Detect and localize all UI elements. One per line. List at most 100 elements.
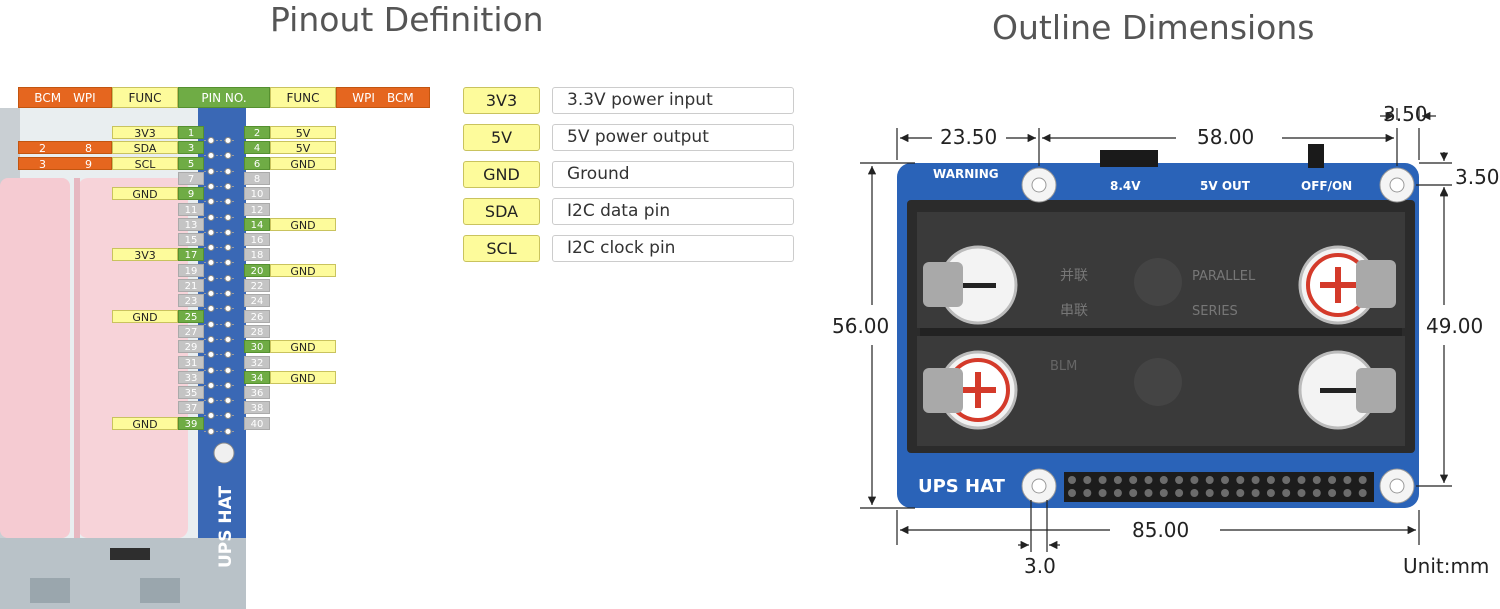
- pin-connector-icon: [204, 267, 234, 282]
- label-series-cn: 串联: [1060, 303, 1088, 319]
- label-charge: 8.4V: [1110, 179, 1141, 193]
- gpio-pin: [1190, 489, 1199, 497]
- label-5v-out: 5V OUT: [1200, 179, 1251, 193]
- pin-39: 39: [178, 417, 204, 430]
- dim-58-00: 58.00: [1197, 125, 1255, 149]
- legend-key-5v: 5V: [463, 124, 540, 151]
- legend-key-sda: SDA: [463, 198, 540, 225]
- gpio-pin: [1221, 489, 1229, 497]
- dim-3-0: 3.0: [1024, 554, 1056, 578]
- label-mark: BLM: [1050, 359, 1077, 374]
- legend-desc-sda: I2C data pin: [552, 198, 794, 225]
- pin-31: 31: [178, 356, 204, 369]
- pin-17: 17: [178, 248, 204, 261]
- pin-6: 6: [244, 157, 270, 170]
- pin-connector-icon: [204, 221, 234, 236]
- gpio-pin: [1282, 489, 1291, 497]
- pin-27: 27: [178, 325, 204, 338]
- gpio-pin: [1068, 476, 1076, 484]
- label-series: SERIES: [1192, 304, 1238, 319]
- dim-49-00: 49.00: [1426, 314, 1484, 338]
- pin-11: 11: [178, 203, 204, 216]
- pin-connector-icon: [204, 389, 234, 404]
- pin-connector-icon: [204, 313, 234, 328]
- gpio-pins: [1068, 476, 1367, 497]
- pin-35: 35: [178, 386, 204, 399]
- wpi-left-3: 8: [85, 142, 92, 155]
- outline-title: Outline Dimensions: [992, 8, 1315, 47]
- header-pin-no: PIN NO.: [178, 87, 270, 108]
- pin-37: 37: [178, 401, 204, 414]
- legend-key-gnd: GND: [463, 161, 540, 188]
- func-right-30: GND: [270, 340, 336, 354]
- label-parallel: PARALLEL: [1192, 269, 1256, 284]
- pin-4: 4: [244, 141, 270, 154]
- gpio-pin: [1083, 476, 1092, 484]
- dim-23-50: 23.50: [940, 125, 998, 149]
- func-left-9: GND: [112, 187, 178, 201]
- gpio-pin: [1098, 476, 1107, 484]
- func-left-5: SCL: [112, 157, 178, 171]
- gpio-pin: [1159, 476, 1168, 484]
- wpi-left-5: 9: [85, 158, 92, 171]
- pin-13: 13: [178, 218, 204, 231]
- legend-desc-scl: I2C clock pin: [552, 235, 794, 262]
- charge-port: [1100, 150, 1158, 167]
- header-bcm-wpi-left: BCM WPI: [18, 87, 112, 108]
- pin-connector-icon: [204, 420, 234, 435]
- pin-3: 3: [178, 141, 204, 154]
- dim-3-50-top: 3.50: [1383, 102, 1428, 126]
- header-bcm-left: BCM: [34, 91, 62, 105]
- pin-connector-icon: [204, 129, 234, 144]
- pin-7: 7: [178, 172, 204, 185]
- label-off-on: OFF/ON: [1301, 179, 1352, 193]
- pin-connector-icon: [204, 160, 234, 175]
- gpio-pin: [1236, 476, 1245, 484]
- pin-connector-icon: [204, 190, 234, 205]
- gpio-pin: [1251, 489, 1260, 497]
- func-right-6: GND: [270, 157, 336, 171]
- func-right-34: GND: [270, 371, 336, 385]
- pin-8: 8: [244, 172, 270, 185]
- legend-desc-gnd: Ground: [552, 161, 794, 188]
- header-bcm-right: BCM: [386, 91, 414, 105]
- pin-connector-icon: [204, 236, 234, 251]
- pin-connector-icon: [204, 328, 234, 343]
- gpio-pin: [1343, 489, 1352, 497]
- gpio-pin: [1144, 489, 1153, 497]
- gpio-pin: [1159, 489, 1168, 497]
- pin-12: 12: [244, 203, 270, 216]
- gpio-pin: [1205, 476, 1214, 484]
- gpio-pin: [1144, 476, 1153, 484]
- pin-21: 21: [178, 279, 204, 292]
- func-right-14: GND: [270, 218, 336, 232]
- pin-9: 9: [178, 187, 204, 200]
- header-func-left: FUNC: [112, 87, 178, 108]
- gpio-pin: [1343, 476, 1352, 484]
- pin-connector-icon: [204, 175, 234, 190]
- pinout-title: Pinout Definition: [270, 0, 544, 39]
- gpio-pin: [1190, 476, 1199, 484]
- header-wpi-left: WPI: [73, 91, 96, 105]
- pin-5: 5: [178, 157, 204, 170]
- gpio-header: [1064, 472, 1374, 502]
- unit-label: Unit:mm: [1403, 554, 1490, 578]
- pin-38: 38: [244, 401, 270, 414]
- pin-2: 2: [244, 126, 270, 139]
- func-right-4: 5V: [270, 141, 336, 155]
- ups-hat-side-label: UPS HAT: [216, 486, 236, 568]
- gpio-pin: [1068, 489, 1076, 497]
- pin-28: 28: [244, 325, 270, 338]
- gpio-pin: [1266, 476, 1275, 484]
- pin-20: 20: [244, 264, 270, 277]
- pin-14: 14: [244, 218, 270, 231]
- dim-3-50-right: 3.50: [1455, 165, 1500, 189]
- bcm-left-5: 3: [39, 158, 46, 171]
- gpio-pin: [1083, 489, 1092, 497]
- gpio-pin: [1175, 476, 1184, 484]
- func-right-20: GND: [270, 264, 336, 278]
